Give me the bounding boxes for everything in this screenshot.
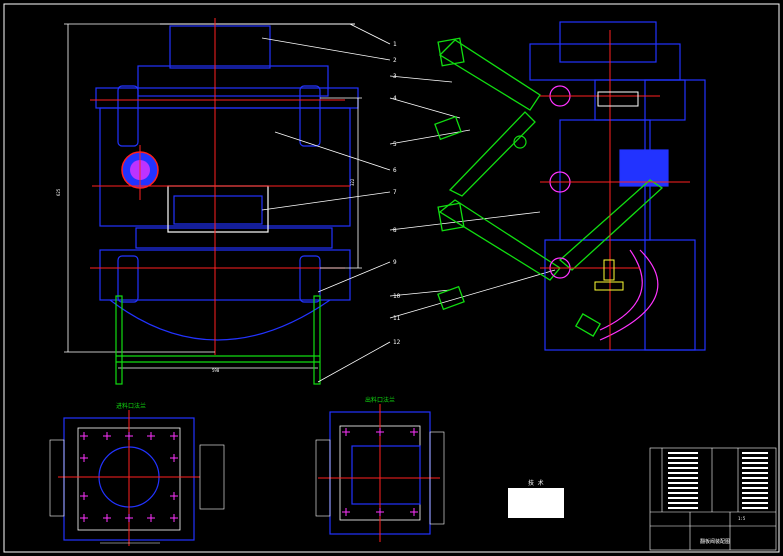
bolt-hole [80, 514, 88, 522]
parts-row-name [668, 472, 698, 474]
balloon-6: 6 [393, 167, 397, 174]
balloon-12: 12 [393, 339, 401, 346]
drawing-scale: 1:5 [738, 516, 746, 521]
bolt-hole [376, 428, 384, 436]
drawing-name: 翻板阀装配图 [700, 538, 730, 545]
bolt-hole [147, 514, 155, 522]
parts-row-name [668, 487, 698, 489]
balloon-9: 9 [393, 259, 397, 266]
parts-row-material [742, 482, 768, 484]
side-view [529, 21, 706, 351]
lever-linkage [434, 37, 664, 337]
side-view-centerlines [540, 30, 690, 350]
parts-row-name [668, 452, 698, 454]
dim-overall-height: 625 [56, 188, 61, 196]
parts-row-name [668, 502, 698, 504]
bolt-hole [410, 428, 418, 436]
inlet-flange-title: 进料口法兰 [116, 402, 146, 410]
parts-row-material [742, 477, 768, 479]
bolt-hole [342, 428, 350, 436]
parts-row-material [742, 452, 768, 454]
inlet-flange-view [49, 410, 225, 546]
parts-row-name [668, 457, 698, 459]
actuator-parts [594, 91, 639, 291]
parts-row-material [742, 497, 768, 499]
front-view-centerlines [90, 18, 350, 355]
technical-notes: 技 术 [508, 479, 564, 518]
front-view-dimensions [64, 23, 362, 369]
balloon-11: 11 [393, 315, 401, 322]
bolt-hole [376, 508, 384, 516]
parts-row-name [668, 477, 698, 479]
parts-row-material [742, 507, 768, 509]
parts-row-name [668, 462, 698, 464]
balloon-1: 1 [393, 41, 397, 48]
notes-title: 技 术 [528, 479, 544, 487]
bolt-hole [170, 432, 178, 440]
dim-right-height: 322 [350, 178, 355, 186]
inlet-flange-bolts [80, 432, 178, 522]
balloon-7: 7 [393, 189, 397, 196]
parts-row-material [742, 462, 768, 464]
parts-row-material [742, 457, 768, 459]
parts-list-rows [668, 452, 768, 509]
parts-row-material [742, 472, 768, 474]
balloon-3: 3 [393, 73, 397, 80]
support-legs [115, 295, 321, 385]
parts-row-name [668, 497, 698, 499]
bolt-hole [80, 454, 88, 462]
leader-lines [261, 23, 556, 383]
drawing-frame [3, 3, 780, 553]
bolt-hole [80, 492, 88, 500]
notes-text-block [508, 488, 564, 518]
title-block [649, 447, 777, 551]
outlet-flange-view [315, 404, 445, 542]
parts-row-material [742, 487, 768, 489]
parts-row-material [742, 492, 768, 494]
parts-row-material [742, 502, 768, 504]
outlet-flange-title: 出料口法兰 [365, 396, 395, 404]
bolt-hole [170, 514, 178, 522]
balloon-8: 8 [393, 227, 397, 234]
bolt-hole [80, 432, 88, 440]
bolt-hole [170, 492, 178, 500]
bolt-hole [125, 432, 133, 440]
bolt-hole [147, 432, 155, 440]
bolt-hole [103, 432, 111, 440]
parts-row-name [668, 507, 698, 509]
bolt-hole [410, 508, 418, 516]
bolt-hole [103, 514, 111, 522]
balloon-4: 4 [393, 95, 397, 102]
parts-row-material [742, 467, 768, 469]
balloon-10: 10 [393, 293, 401, 300]
bolt-hole [125, 514, 133, 522]
outlet-flange-bolts [342, 428, 418, 516]
parts-row-name [668, 492, 698, 494]
balloon-5: 5 [393, 141, 397, 148]
bolt-hole [342, 508, 350, 516]
balloon-2: 2 [393, 57, 397, 64]
parts-row-name [668, 467, 698, 469]
bolt-hole [170, 454, 178, 462]
dim-width: 590 [212, 368, 220, 373]
parts-row-name [668, 482, 698, 484]
